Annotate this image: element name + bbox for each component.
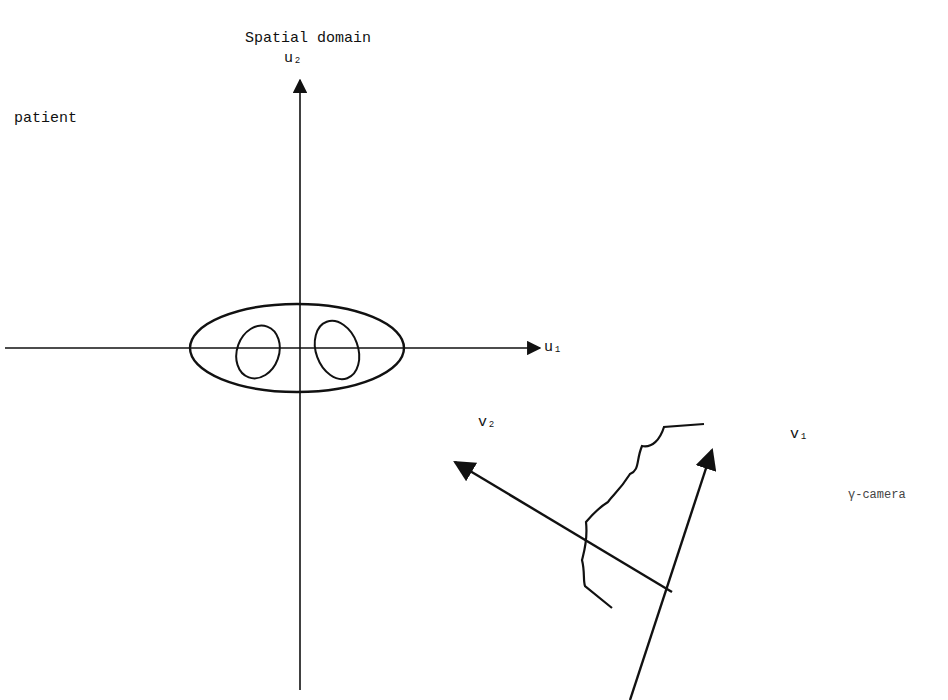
axis-label: v₁ bbox=[790, 426, 808, 444]
u1-axis bbox=[5, 347, 540, 349]
diagram-title: Spatial domain bbox=[245, 30, 371, 48]
detector-label: γ-camera bbox=[848, 488, 906, 502]
axis-label: u₁ bbox=[544, 339, 562, 357]
axis-label: v₂ bbox=[478, 414, 496, 432]
part-label: patient bbox=[14, 110, 77, 128]
u2-axis bbox=[299, 80, 301, 690]
v2-axis bbox=[455, 462, 672, 592]
patient-outline bbox=[190, 304, 404, 392]
axis-label: u₂ bbox=[284, 50, 302, 68]
right-organ bbox=[307, 315, 367, 386]
left-organ bbox=[229, 319, 287, 384]
projection-profile bbox=[582, 424, 704, 608]
